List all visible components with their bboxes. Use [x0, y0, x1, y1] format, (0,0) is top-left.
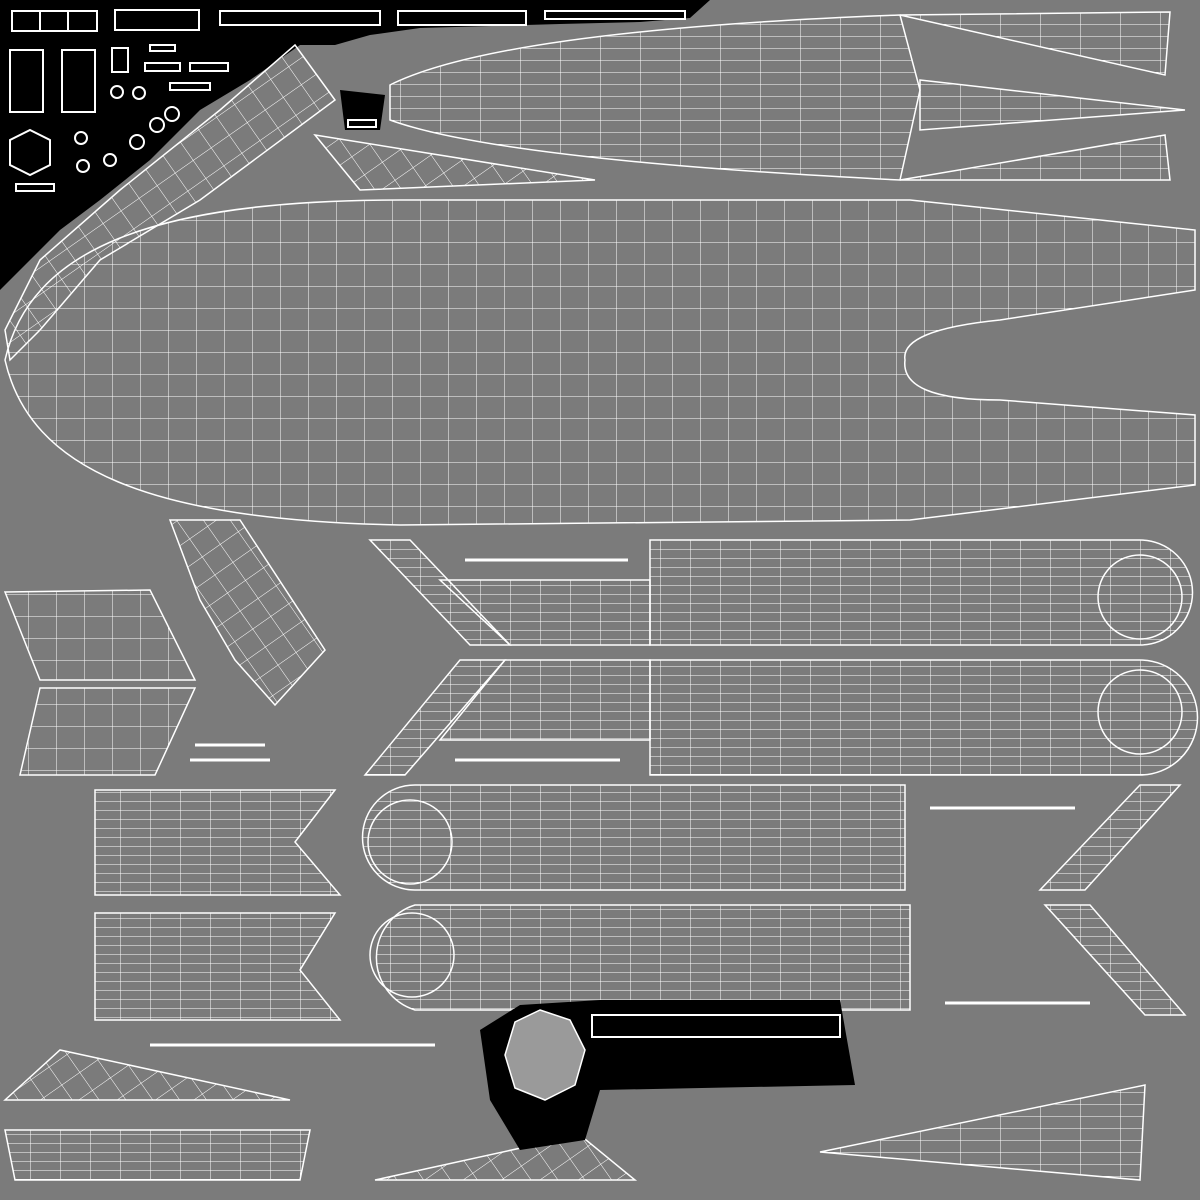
panel-link-1: [438, 579, 651, 646]
parallelogram-1: [3, 589, 197, 681]
hub-circle-3: [367, 799, 453, 885]
bottom-triangle-right: [819, 1084, 1146, 1181]
bottom-triangle-left: [3, 1049, 291, 1101]
panel-rounded-4: [375, 904, 911, 1011]
top-right-fin-c: [899, 134, 1171, 181]
diag-strip-2: [363, 659, 507, 776]
uv-islands: [3, 11, 1199, 1181]
hub-circle-4: [369, 912, 455, 998]
small-parts: [9, 9, 686, 192]
lower-arm-island: [168, 519, 326, 707]
top-right-fin-a: [899, 11, 1171, 76]
top-right-fin-b: [919, 79, 1186, 131]
top-lens-island: [389, 14, 921, 181]
diag-strip-4: [1043, 904, 1187, 1016]
top-left-wedge: [313, 133, 596, 191]
detail-lines: [150, 558, 1090, 1047]
diag-strip-3: [1038, 784, 1182, 891]
bottom-triangle-mid: [374, 1134, 638, 1181]
hub-circle-2: [1097, 669, 1183, 755]
panel-rounded-3: [361, 784, 906, 891]
fuselage-island: [4, 199, 1196, 526]
panel-rounded-1: [649, 539, 1194, 646]
hub-strip: [591, 1014, 841, 1038]
hub-circle-1: [1097, 554, 1183, 640]
top-left-mask: [0, 0, 710, 290]
bottom-strip-left: [4, 1129, 311, 1181]
panel-link-2: [438, 659, 651, 741]
parallelogram-2: [19, 687, 197, 776]
hub-wheel: [504, 1009, 586, 1101]
panel-rounded-2: [649, 659, 1199, 776]
chevron-panel-2: [94, 912, 342, 1021]
hub-mask: [340, 90, 385, 130]
bottom-hub-group: [480, 1000, 855, 1150]
chevron-panel-1: [94, 789, 342, 896]
